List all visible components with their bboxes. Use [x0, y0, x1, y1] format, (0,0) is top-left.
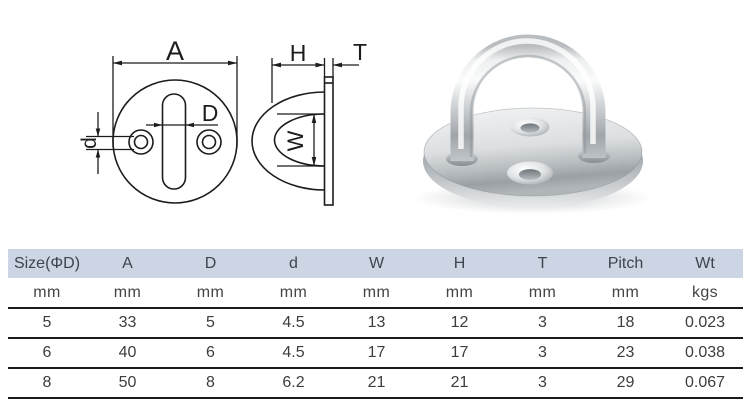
- front-view-arrowheads: [95, 60, 237, 158]
- data-cell: 6: [206, 344, 215, 361]
- data-cell: 3: [538, 374, 547, 391]
- base-plate-edge-line: [423, 107, 643, 197]
- dim-label-t: T: [353, 39, 367, 65]
- base-plate-outline: [112, 79, 238, 204]
- eye-slot-outline: [161, 93, 187, 190]
- data-cell: 50: [118, 374, 137, 391]
- plate-side-outline: [323, 76, 334, 206]
- front-view-drawing: [112, 79, 238, 204]
- unit-cell: mm: [528, 283, 557, 301]
- unit-cell: mm: [33, 283, 61, 301]
- data-cell: 8: [206, 374, 215, 391]
- unit-cell: mm: [113, 283, 142, 301]
- data-cell: 0.038: [684, 344, 726, 361]
- header-cell-size: Size(ΦD): [13, 254, 81, 272]
- data-cell: 12: [450, 314, 469, 331]
- data-cell: 21: [367, 374, 386, 391]
- spec-table: Size(ΦD) A D d W H T Pitch Wt mm mm mm m…: [8, 249, 743, 399]
- eye-inner-arc: [273, 113, 325, 167]
- unit-cell: mm: [445, 283, 474, 301]
- data-cell: 29: [616, 374, 635, 391]
- side-view-drawing: [251, 76, 334, 206]
- data-cell: 6: [42, 344, 52, 361]
- table-row: 5 33 5 4.5 13 12 3 18 0.023: [8, 309, 743, 339]
- header-cell-wt: Wt: [695, 254, 715, 272]
- header-cell-h: H: [453, 254, 466, 272]
- dim-label-h: H: [290, 40, 307, 66]
- eye-outer-arc: [251, 91, 325, 191]
- data-cell: 21: [450, 374, 469, 391]
- left-hole-outer: [128, 129, 154, 155]
- data-cell: 17: [450, 344, 469, 361]
- data-cell: 5: [206, 314, 215, 331]
- unit-cell: mm: [611, 283, 640, 301]
- screw-hole-bottom: [507, 161, 553, 185]
- header-cell-d-low: d: [289, 254, 298, 272]
- dim-label-a: A: [166, 36, 184, 66]
- data-cell: 4.5: [282, 314, 305, 331]
- data-cell: 40: [118, 344, 137, 361]
- right-hole-inner: [201, 134, 217, 150]
- table-units-row: mm mm mm mm mm mm mm mm kgs: [8, 278, 743, 309]
- table-header-row: Size(ΦD) A D d W H T Pitch Wt: [8, 249, 743, 278]
- loop-inner-shade: [469, 54, 587, 157]
- data-cell: 13: [367, 314, 386, 331]
- left-hole-inner: [133, 134, 149, 150]
- side-view-arrowheads: [272, 62, 342, 166]
- dim-label-big-d: D: [202, 100, 219, 126]
- table-row: 8 50 8 6.2 21 21 3 29 0.067: [8, 369, 743, 399]
- header-cell-w: W: [368, 254, 385, 272]
- data-cell: 18: [616, 314, 635, 331]
- data-cell: 6.2: [282, 374, 305, 391]
- unit-cell: mm: [196, 283, 225, 301]
- data-cell: 33: [118, 314, 137, 331]
- unit-cell: mm: [362, 283, 391, 301]
- data-cell: 5: [42, 314, 52, 331]
- data-cell: 3: [538, 344, 547, 361]
- data-cell: 0.023: [684, 314, 726, 331]
- header-cell-t: T: [537, 254, 548, 272]
- unit-cell: kgs: [691, 283, 719, 301]
- technical-drawing-and-photo: A D d H: [78, 34, 653, 214]
- data-cell: 4.5: [282, 344, 305, 361]
- table-row: 6 40 6 4.5 17 17 3 23 0.038: [8, 339, 743, 369]
- product-photo: [413, 34, 653, 214]
- loop-highlight: [458, 38, 596, 149]
- right-hole-outer: [196, 129, 222, 155]
- header-cell-a: A: [122, 254, 133, 272]
- screw-hole-top: [510, 117, 550, 137]
- dim-label-w: W: [283, 130, 308, 151]
- dim-label-small-d: d: [78, 137, 101, 149]
- data-cell: 0.067: [684, 374, 726, 391]
- unit-cell: mm: [279, 283, 308, 301]
- data-cell: 17: [367, 344, 386, 361]
- data-cell: 8: [42, 374, 52, 391]
- data-cell: 3: [538, 314, 547, 331]
- header-cell-d-cap: D: [204, 254, 217, 272]
- header-cell-pitch: Pitch: [607, 254, 644, 272]
- data-cell: 23: [616, 344, 635, 361]
